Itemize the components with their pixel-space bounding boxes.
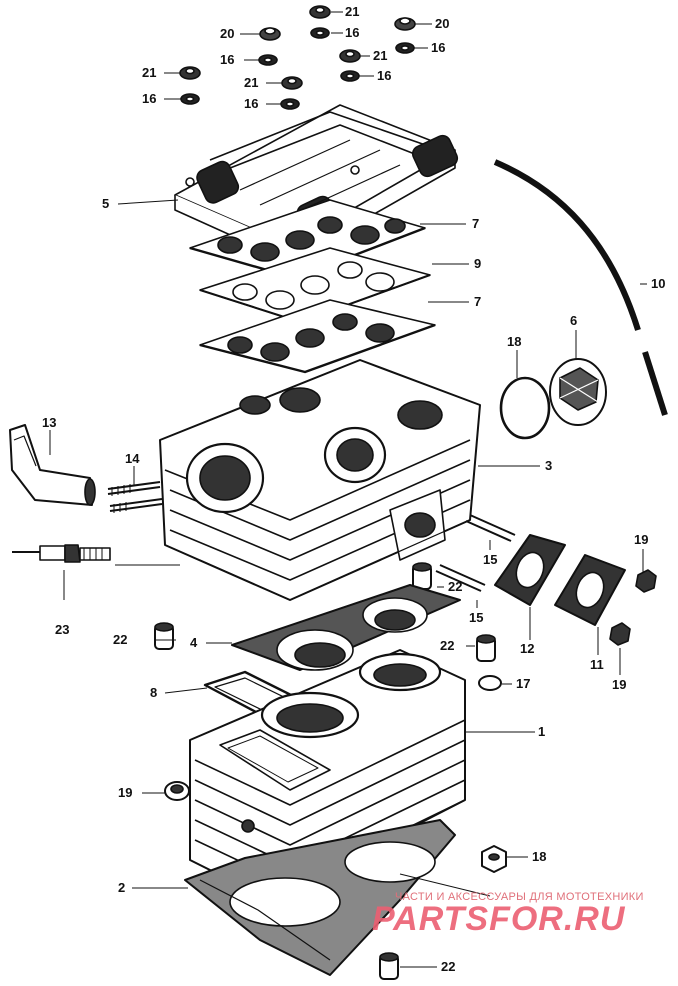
cap-nut-20-left [259,27,281,41]
callout-15-lower: 15 [469,610,484,625]
callout-2: 2 [118,880,126,895]
washer-16-center [280,98,300,110]
callout-19-right-lower: 19 [612,677,627,692]
o-ring-17 [478,675,502,691]
callout-10: 10 [651,276,666,291]
nut-21-top [309,5,331,19]
dowel-22-a [154,622,174,650]
insulator-11 [554,554,626,626]
studs-15 [435,514,516,592]
nut-21-left [179,66,201,80]
spark-plug-23 [12,544,111,563]
callout-16-center: 16 [244,96,259,111]
gasket-7-lower [199,299,436,374]
cylinder-block-1 [189,649,466,901]
callout-18-lower: 18 [532,849,547,864]
callout-6: 6 [570,313,578,328]
dowel-22-b [412,562,432,590]
callout-15-upper: 15 [483,552,498,567]
washer-16-mid-left [258,54,278,66]
callout-16-mid-right: 16 [377,68,392,83]
leader-lines [49,11,647,968]
washer-16-top [310,27,330,39]
callout-13: 13 [42,415,57,430]
callout-20-right: 20 [435,16,450,31]
nut-21-mid [339,49,361,63]
breather-tube-10 [493,159,668,416]
callout-12: 12 [520,641,535,656]
cap-nut-20-right [394,17,416,31]
o-ring-18-upper [499,376,551,440]
cylinder-head-3 [159,359,481,601]
tappet-cap-6 [549,358,607,426]
washer-16-left [180,93,200,105]
callout-18-upper: 18 [507,334,522,349]
nut-19-left [164,781,190,801]
callout-19-left: 19 [118,785,133,800]
callout-17: 17 [516,676,531,691]
callout-8: 8 [150,685,158,700]
callout-16-mid-left: 16 [220,52,235,67]
callout-4: 4 [190,635,198,650]
insulator-12 [494,534,566,606]
nut-19-right-upper [635,569,657,593]
washer-16-mid-right [340,70,360,82]
callout-1: 1 [538,724,546,739]
callout-21-left: 21 [142,65,157,80]
callout-7-upper: 7 [472,216,480,231]
callout-16-left: 16 [142,91,157,106]
studs-14 [107,481,163,513]
watermark-logo: PARTSFOR.RU [372,900,626,938]
base-gasket-2 [184,819,456,976]
head-gasket-4 [231,584,461,671]
callout-16-top: 16 [345,25,360,40]
gasket-9 [199,247,431,323]
callout-19-right-upper: 19 [634,532,649,547]
dowel-22-d [379,952,399,980]
nut-18-lower [481,845,507,873]
callout-22-right: 22 [440,638,455,653]
callout-3: 3 [545,458,553,473]
callout-16-right: 16 [431,40,446,55]
washer-16-right [395,42,415,54]
callout-22-center: 22 [448,579,463,594]
watermark-tagline: ЧАСТИ И АКСЕССУАРЫ ДЛЯ МОТОТЕХНИКИ [395,891,644,903]
callout-7-lower: 7 [474,294,482,309]
plug-cap-13 [9,424,96,506]
callout-20-left: 20 [220,26,235,41]
nut-19-right-lower [609,622,631,646]
callout-23: 23 [55,622,70,637]
callout-5: 5 [102,196,110,211]
callout-9: 9 [474,256,482,271]
callout-21-mid: 21 [373,48,388,63]
callout-21-center: 21 [244,75,259,90]
gasket-7-upper [189,199,426,280]
callout-11: 11 [590,657,604,672]
callout-21-top: 21 [345,4,360,19]
callout-22-left: 22 [113,632,128,647]
dowel-22-c [476,634,496,662]
nut-21-center [281,76,303,90]
callout-14: 14 [125,451,140,466]
callout-22-bottom: 22 [441,959,456,974]
